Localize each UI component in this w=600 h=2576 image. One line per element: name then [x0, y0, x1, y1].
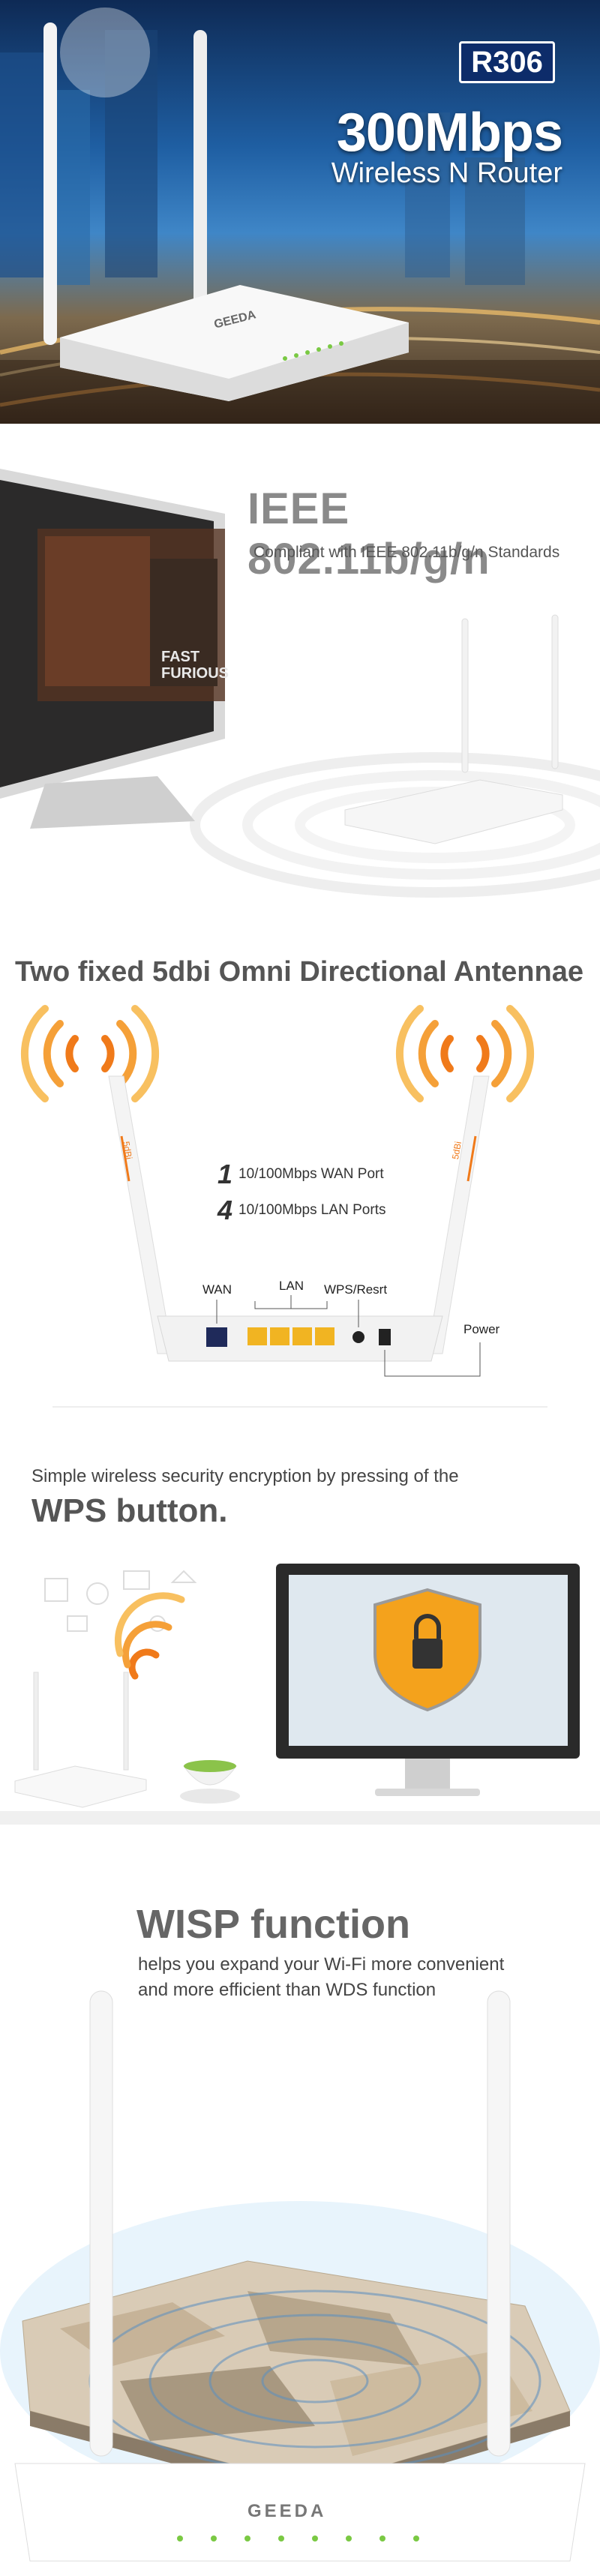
- hero-background-art: [0, 7, 600, 424]
- wisp-line-2: and more efficient than WDS function: [138, 1980, 436, 2000]
- wisp-title: WISP function: [136, 1902, 410, 1947]
- wisp-illustration: [0, 1990, 600, 2562]
- poster-text-2: FURIOUS: [161, 665, 229, 682]
- monitor-illustration: [0, 469, 600, 898]
- wisp-router-brand: GEEDA: [248, 2501, 327, 2521]
- hero-subtitle: Wireless N Router: [331, 157, 562, 189]
- wisp-line-1: helps you expand your Wi-Fi more conveni…: [138, 1954, 505, 1975]
- wps-title: WPS button.: [32, 1492, 228, 1529]
- antenna-title: Two fixed 5dbi Omni Directional Antennae: [15, 956, 584, 988]
- hero-banner: GEEDA R306 300Mbps Wireless N Router: [0, 0, 600, 424]
- label-lan: LAN: [279, 1279, 304, 1293]
- standard-subtitle: Compliant with IEEE 802.11b/g/n Standard…: [254, 544, 560, 561]
- router-rear-illustration: [20, 1005, 535, 1377]
- lan-port-spec: 4 10/100Mbps LAN Ports: [218, 1195, 386, 1226]
- section-divider: [52, 1406, 548, 1408]
- wps-section: Simple wireless security encryption by p…: [0, 1421, 600, 1841]
- wps-description: Simple wireless security encryption by p…: [32, 1466, 459, 1486]
- label-wps-reset: WPS/Resrt: [324, 1282, 388, 1297]
- hero-title: 300Mbps: [336, 103, 563, 163]
- poster-text-1: FAST: [161, 649, 200, 665]
- wan-port-spec: 1 10/100Mbps WAN Port: [218, 1159, 384, 1190]
- standard-title: IEEE 802.11b/g/n: [248, 484, 490, 583]
- wps-illustration: [0, 1564, 600, 1825]
- wisp-description: helps you expand your Wi-Fi more conveni…: [138, 1952, 558, 2003]
- wan-port-count: 1: [218, 1159, 233, 1189]
- standard-section: FAST FURIOUS IEEE 802.11b/g/n Compliant …: [0, 424, 600, 911]
- model-badge: R306: [459, 41, 555, 83]
- lan-port-count: 4: [218, 1195, 233, 1225]
- label-wan: WAN: [202, 1282, 232, 1297]
- wisp-section: WISP function helps you expand your Wi-F…: [0, 1841, 600, 2576]
- lan-port-text: 10/100Mbps LAN Ports: [238, 1202, 386, 1219]
- label-power: Power: [464, 1322, 500, 1336]
- antenna-section: Two fixed 5dbi Omni Directional Antennae: [0, 911, 600, 1421]
- wan-port-text: 10/100Mbps WAN Port: [238, 1166, 384, 1183]
